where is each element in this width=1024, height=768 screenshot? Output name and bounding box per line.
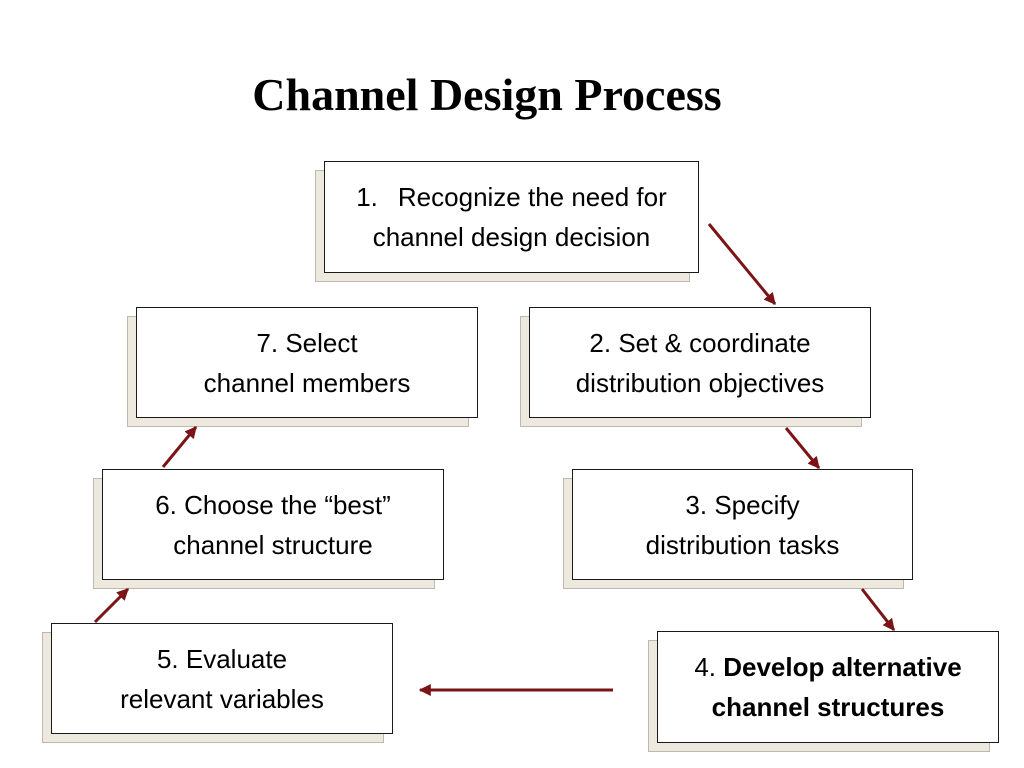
step-7: 7. Select channel members [127,307,478,427]
step-4: 4. Develop alternative channel structure… [648,631,999,752]
step-4-box: 4. Develop alternative channel structure… [657,631,999,743]
step-1-line-2: channel design decision [372,222,651,252]
step-5-line-2: relevant variables [120,683,324,714]
step-7-box: 7. Select channel members [136,307,478,418]
step-3-line-1: 3. Specify [685,489,800,520]
step-1-text: Recognize the need for [397,182,667,212]
step-6: 6. Choose the “best” channel structure [93,469,444,589]
step-4-number: 4. [694,652,724,682]
step-5-line-1: 5. Evaluate [156,643,288,674]
step-1-number: 1. [356,182,378,212]
step-3-line-2: distribution tasks [645,529,840,560]
page-title: Channel Design Process [252,69,722,120]
arrow-6-to-7 [161,426,198,468]
step-1-line-1: 1. Recognize the need for [356,177,667,217]
step-4-line-1: 4. Develop alternative [694,647,961,687]
step-6-line-1: 6. Choose the “best” [155,489,391,520]
step-2-box: 2. Set & coordinate distribution objecti… [529,307,871,418]
step-4-line-2: channel structures [711,692,945,722]
step-6-line-2: channel structure [173,529,373,560]
arrow-3-to-4 [860,588,896,631]
step-5-box: 5. Evaluate relevant variables [51,623,393,734]
step-2: 2. Set & coordinate distribution objecti… [520,307,871,427]
step-2-line-1: 2. Set & coordinate [589,327,811,358]
step-2-line-2: distribution objectives [575,367,825,398]
step-7-line-1: 7. Select [256,327,358,358]
arrow-1-to-2 [707,223,777,305]
step-4-bold-text: Develop alternative [723,652,962,682]
step-1: 1. Recognize the need for channel design … [315,161,699,282]
step-3: 3. Specify distribution tasks [563,469,913,589]
step-7-line-2: channel members [203,367,411,398]
arrow-2-to-3 [784,427,821,469]
step-5: 5. Evaluate relevant variables [42,623,393,743]
step-6-box: 6. Choose the “best” channel structure [102,469,444,580]
arrow-5-to-6 [93,587,130,624]
step-3-box: 3. Specify distribution tasks [572,469,913,580]
step-1-box: 1. Recognize the need for channel design … [324,161,699,273]
